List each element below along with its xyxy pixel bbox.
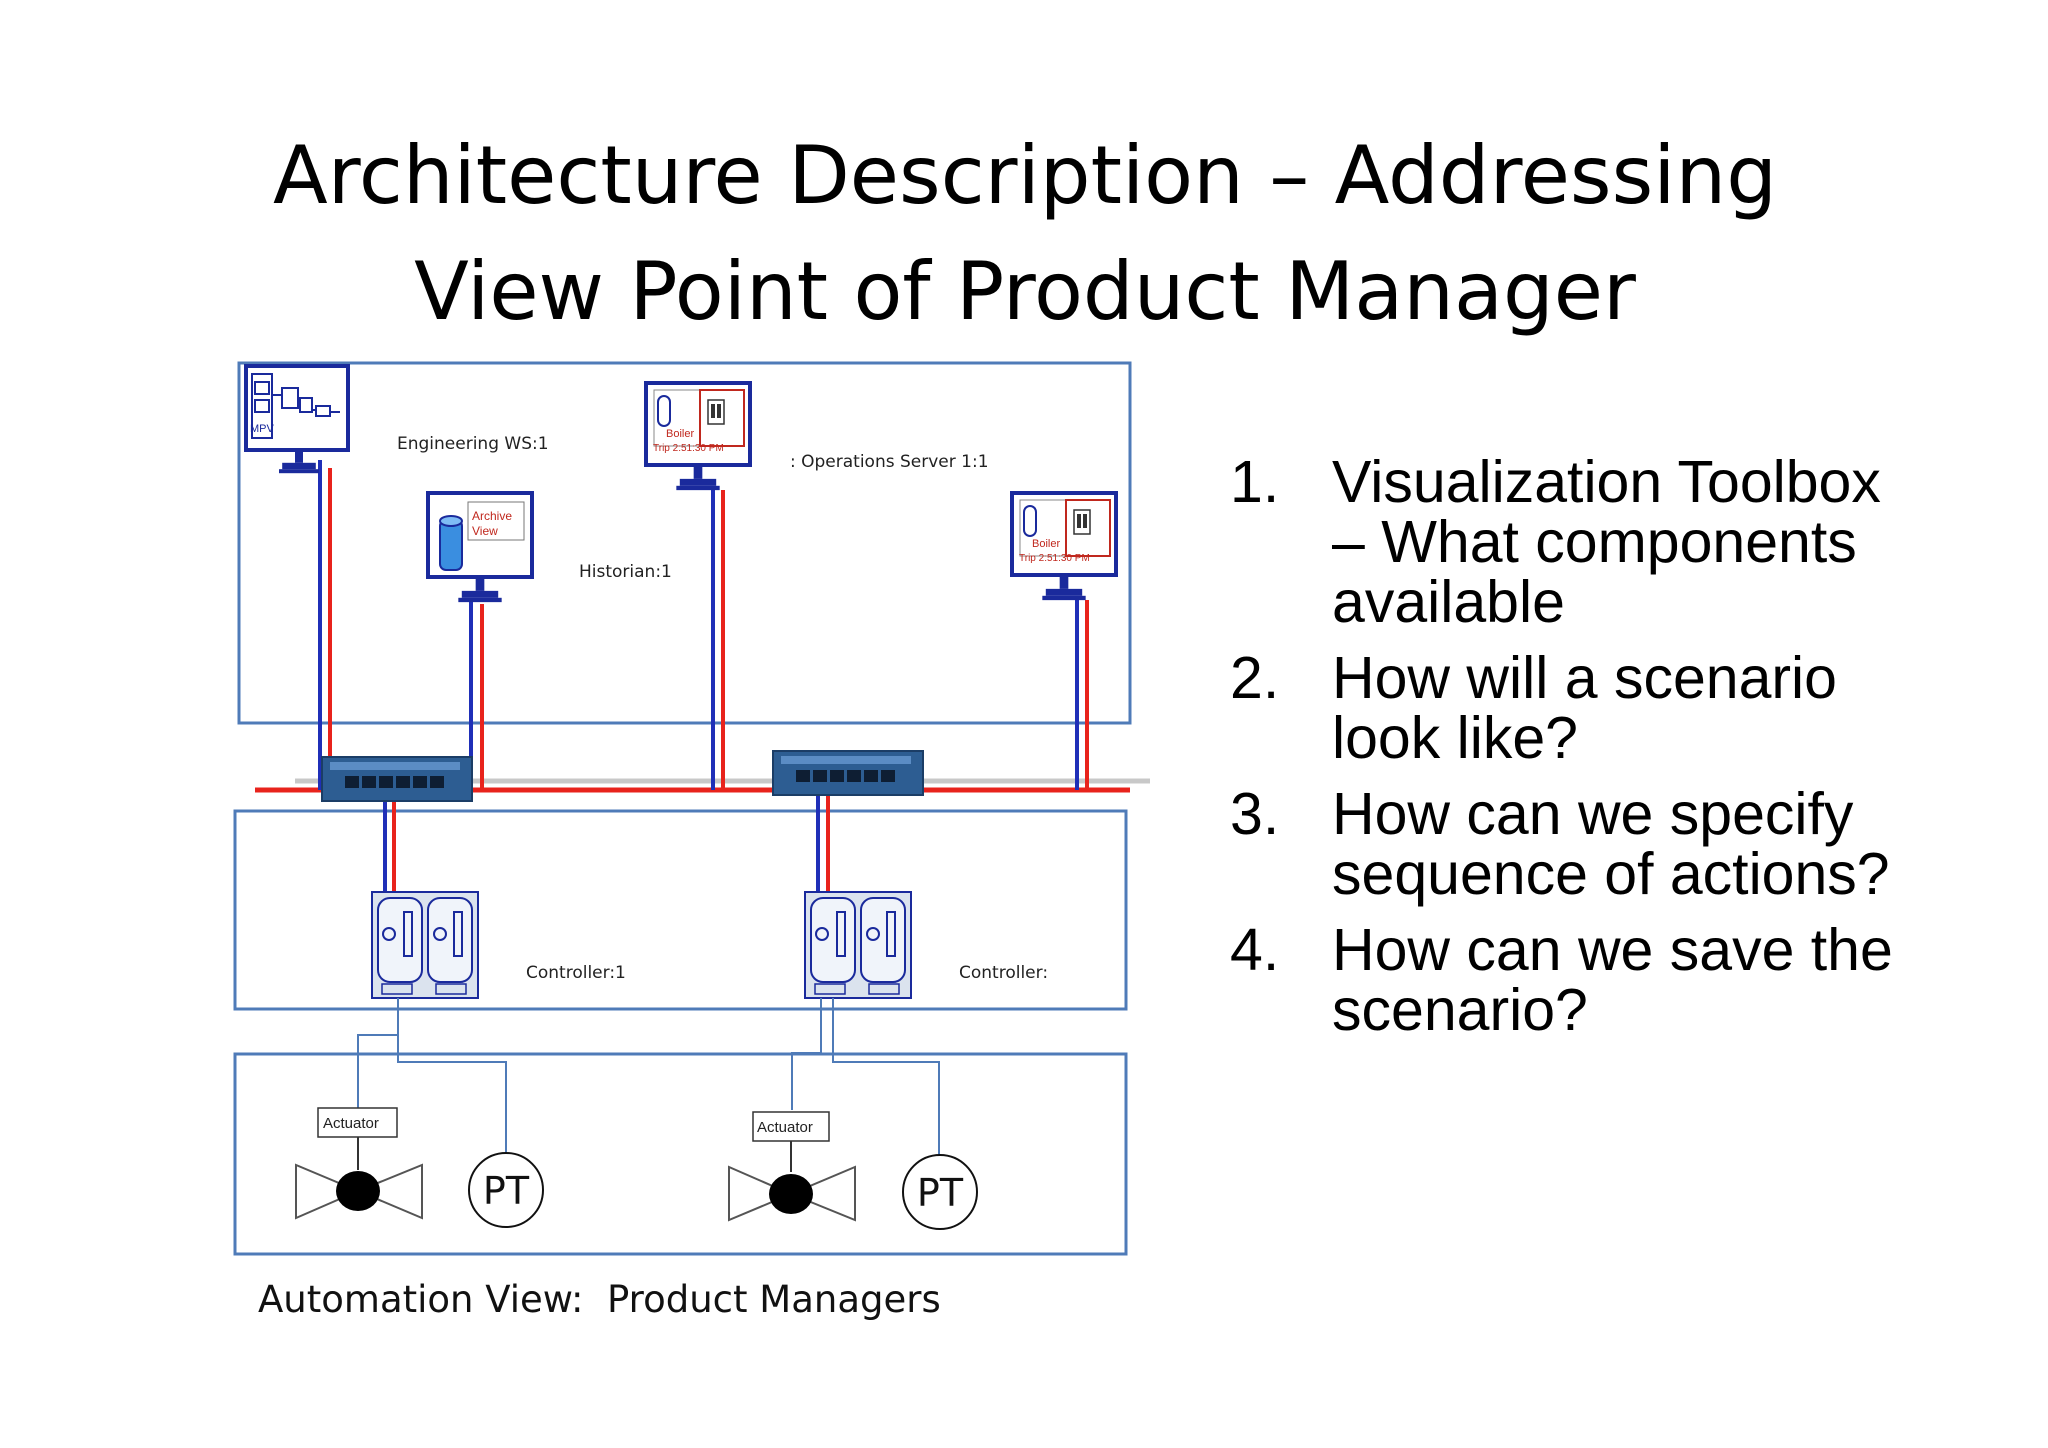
- slide-title-line-1: Architecture Description – Addressing: [273, 129, 1777, 222]
- valve-2-icon: [728, 1165, 856, 1222]
- controller-2: [804, 891, 912, 999]
- actuator-1-label: Actuator: [323, 1115, 379, 1132]
- diagram-caption: Automation View: Product Managers: [258, 1278, 941, 1321]
- operator-level-frame: [237, 361, 1132, 725]
- operator-screen-boiler-label: Boiler: [1032, 538, 1060, 550]
- question-item: 4. How can we save the scenario?: [1230, 920, 1930, 1040]
- question-text: Visualization Toolbox – What components …: [1332, 449, 1881, 635]
- operations-server-monitor: Boiler Trip 2:51:30 PM: [644, 381, 752, 491]
- control-level-frame: [233, 809, 1128, 1011]
- question-number: 4.: [1230, 917, 1280, 983]
- actuator-2-label: Actuator: [757, 1119, 813, 1136]
- actuator-2: Actuator: [752, 1111, 830, 1172]
- slide-title-line-2: View Point of Product Manager: [414, 245, 1636, 338]
- question-number: 2.: [1230, 645, 1280, 711]
- ops-screen-time-label: Trip 2:51:30 PM: [653, 443, 724, 454]
- archive-view-line-1: Archive: [472, 509, 512, 523]
- pt-2-label: PT: [917, 1171, 964, 1215]
- pt-1-label: PT: [483, 1169, 530, 1213]
- valve-1-icon: [295, 1163, 423, 1220]
- controller-1-label: Controller:1: [526, 963, 626, 983]
- field-level-frame: [233, 1052, 1128, 1256]
- historian-monitor: Archive View: [426, 491, 534, 603]
- network-switch-1: [321, 756, 473, 802]
- ops-screen-boiler-label: Boiler: [666, 428, 694, 440]
- question-item: 1. Visualization Toolbox – What componen…: [1230, 452, 1930, 632]
- operator-workstation-monitor: Boiler Trip 2:51:30 PM: [1010, 491, 1118, 601]
- pressure-transmitter-1-icon: PT: [468, 1152, 544, 1228]
- question-list: 1. Visualization Toolbox – What componen…: [1230, 452, 1930, 1056]
- question-text: How will a scenario look like?: [1332, 645, 1837, 771]
- question-text: How can we save the scenario?: [1332, 917, 1893, 1043]
- question-number: 1.: [1230, 449, 1280, 515]
- question-number: 3.: [1230, 781, 1280, 847]
- question-item: 3. How can we specify sequence of action…: [1230, 784, 1930, 904]
- network-switch-2: [772, 750, 924, 796]
- network-drop-lines: [318, 460, 1089, 892]
- historian-label: Historian:1: [579, 562, 672, 582]
- eng-screen-label: MPV: [250, 423, 275, 435]
- operator-screen-time-label: Trip 2:51:30 PM: [1019, 553, 1090, 564]
- controller-1: [371, 891, 479, 999]
- question-item: 2. How will a scenario look like?: [1230, 648, 1930, 768]
- field-wiring: [357, 998, 940, 1155]
- operations-server-label: : Operations Server 1:1: [790, 452, 989, 472]
- slide-title: Architecture Description – Addressing Vi…: [150, 118, 1900, 350]
- question-text: How can we specify sequence of actions?: [1332, 781, 1890, 907]
- actuator-1: Actuator: [317, 1107, 398, 1170]
- pressure-transmitter-2-icon: PT: [902, 1154, 978, 1230]
- engineering-ws-label: Engineering WS:1: [397, 434, 549, 454]
- controller-2-label: Controller:: [959, 963, 1048, 983]
- engineering-ws-monitor: MPV: [244, 364, 350, 474]
- archive-view-line-2: View: [472, 524, 498, 538]
